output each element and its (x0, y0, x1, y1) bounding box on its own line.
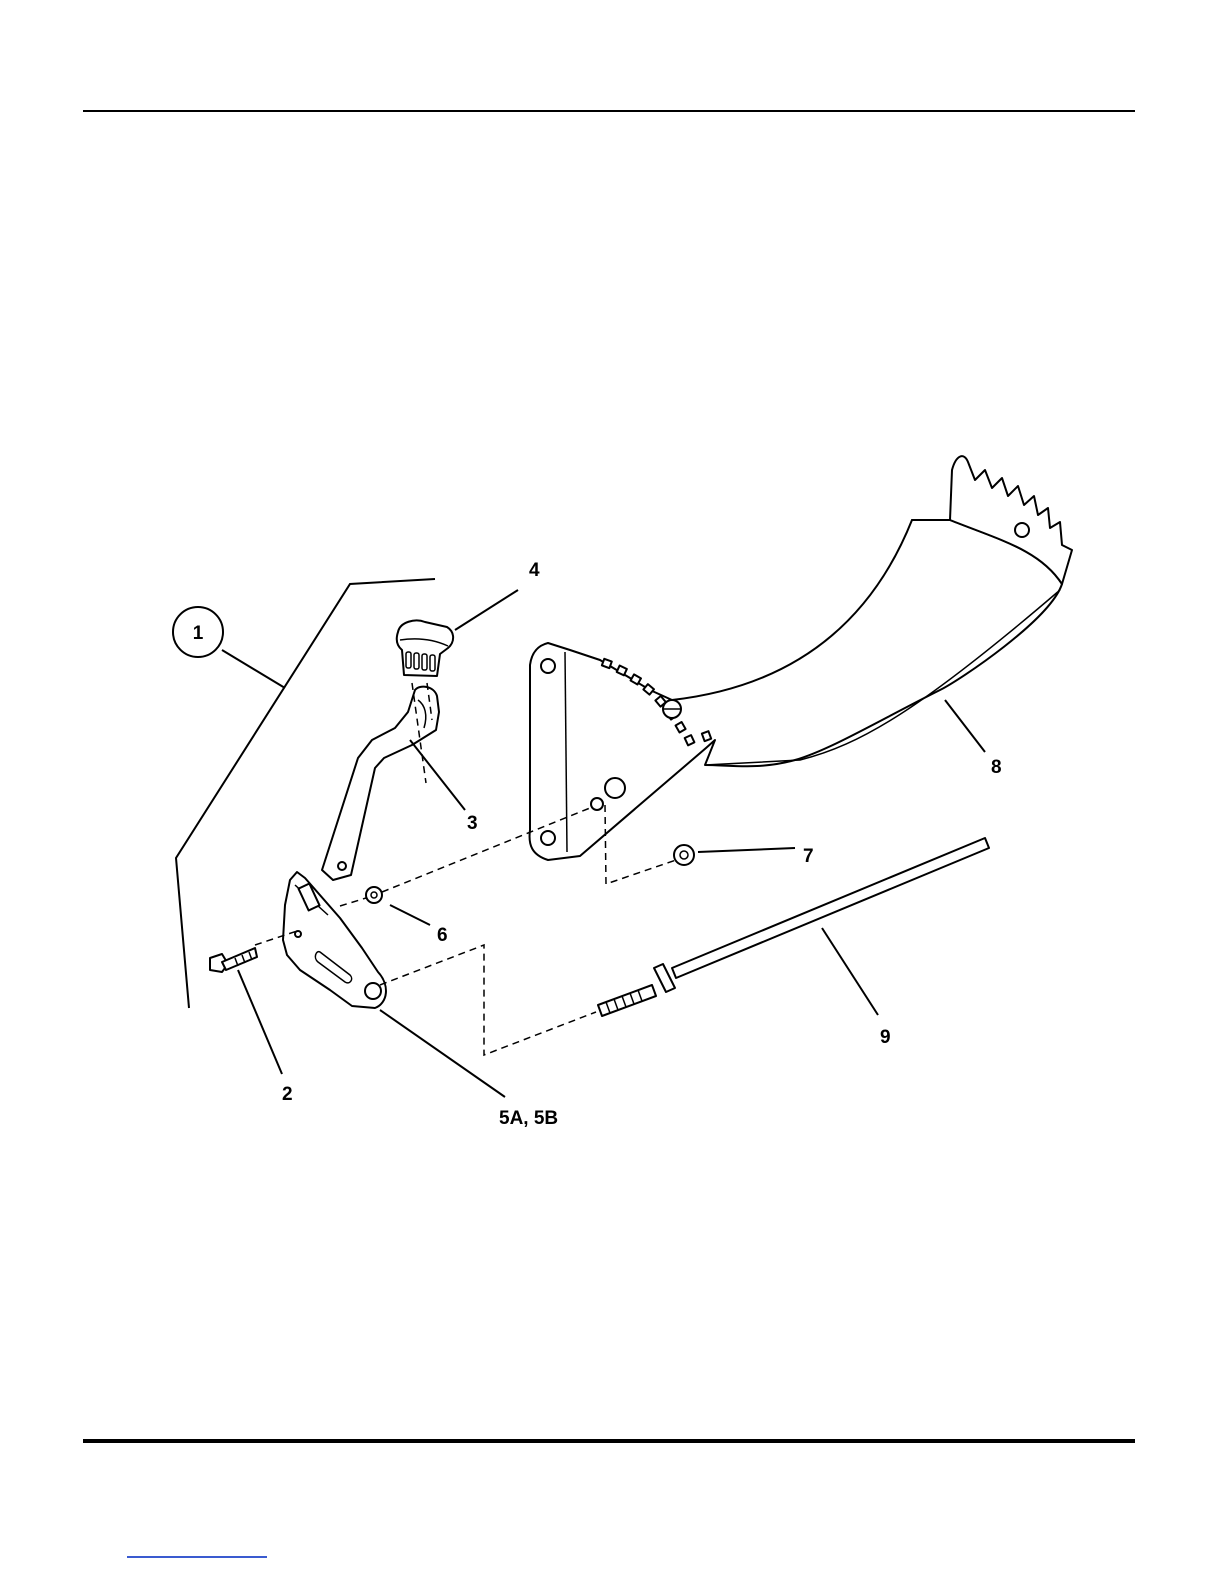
callout-1: 1 (173, 607, 223, 657)
callout-3-label: 3 (467, 813, 478, 834)
footer-rule (83, 1439, 1135, 1443)
shift-lever-part (322, 687, 439, 880)
nut-part (674, 845, 694, 865)
quadrant-plate-part (530, 456, 1072, 860)
callout-6-label: 6 (437, 925, 448, 946)
callout-4-label: 4 (529, 560, 540, 581)
callout-5-label: 5A, 5B (499, 1108, 558, 1129)
spacer-part (591, 798, 603, 810)
lever-knob-part (397, 620, 453, 676)
callout-2-label: 2 (282, 1084, 293, 1105)
footer-link-underline[interactable] (127, 1556, 267, 1558)
washer-part (366, 887, 382, 903)
callout-8-label: 8 (991, 757, 1002, 778)
shift-rod-part (598, 838, 989, 1016)
callout-7-label: 7 (803, 846, 814, 867)
callout-9-label: 9 (880, 1027, 891, 1048)
bolt-part (210, 948, 257, 972)
callout-1-label: 1 (193, 623, 204, 644)
